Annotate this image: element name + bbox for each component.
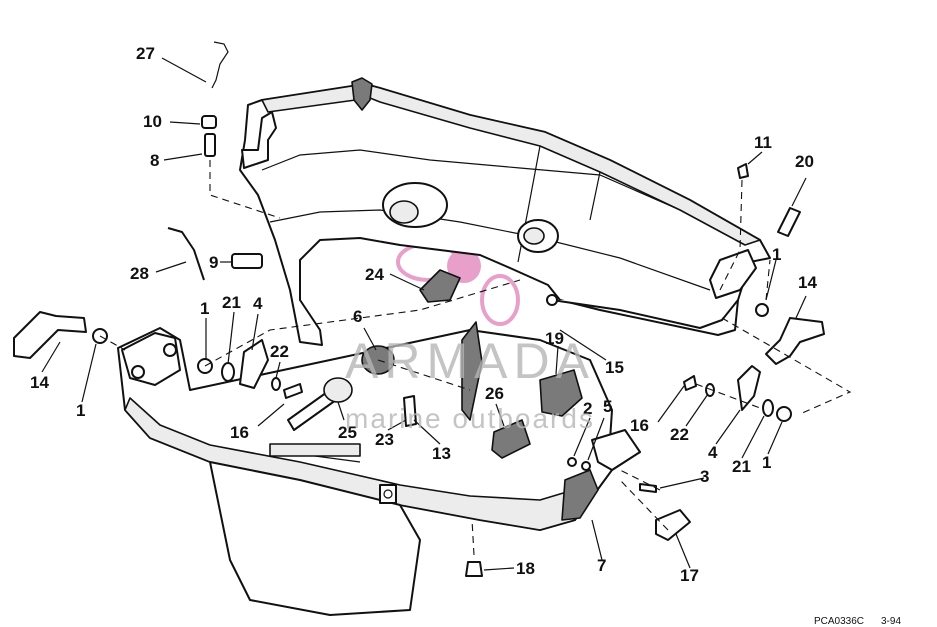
part-24-bracket <box>419 269 461 303</box>
part-26-block <box>491 419 531 459</box>
callout-1-right: 1 <box>762 453 771 472</box>
part-27-wire <box>211 41 229 89</box>
part-14-latch-right <box>765 317 825 365</box>
callout-16-right: 16 <box>630 416 649 435</box>
part-13-arm <box>461 321 483 421</box>
callout-22-right: 22 <box>670 425 689 444</box>
part-10-grommet <box>201 115 217 129</box>
callout-4-left: 4 <box>253 294 263 313</box>
part-1-nut-right <box>776 406 792 422</box>
part-23-clip <box>403 395 417 427</box>
callout-16-left: 16 <box>230 423 249 442</box>
callout-8: 8 <box>150 151 159 170</box>
part-20-bolt <box>777 207 801 237</box>
part-19-bracket <box>539 369 583 417</box>
part-16-screw-right <box>683 375 697 391</box>
part-15-link-rod <box>551 299 739 329</box>
callout-25: 25 <box>338 423 357 442</box>
part-3-screw <box>639 483 657 493</box>
callout-3: 3 <box>700 467 709 486</box>
callout-18: 18 <box>516 559 535 578</box>
callout-21-left: 21 <box>222 293 241 312</box>
callout-14-right: 14 <box>798 273 817 292</box>
callout-5: 5 <box>603 397 612 416</box>
callout-14-left: 14 <box>30 373 49 392</box>
callout-19: 19 <box>545 329 564 348</box>
callout-24: 24 <box>365 265 384 284</box>
callout-9: 9 <box>209 253 218 272</box>
callout-labels: 27 10 8 28 9 24 11 20 1 14 14 1 1 21 4 2… <box>30 44 817 585</box>
part-14-latch-left <box>13 311 87 359</box>
part-21-washer-right <box>762 399 774 417</box>
part-8-pin <box>204 133 216 157</box>
part-4-plate-left <box>239 339 269 389</box>
part-21-washer-left <box>221 362 235 382</box>
callout-27: 27 <box>136 44 155 63</box>
leader-lines <box>41 57 807 571</box>
part-28-rod <box>167 227 205 281</box>
watermark-tagline: marine outboards <box>345 403 595 434</box>
callout-17: 17 <box>680 566 699 585</box>
callout-6: 6 <box>353 307 362 326</box>
part-22-washer-left <box>271 377 281 391</box>
part-17-pad <box>655 509 691 541</box>
reference-date: 3-94 <box>881 616 901 627</box>
callout-1-a: 1 <box>200 299 209 318</box>
callout-11: 11 <box>754 133 772 152</box>
callout-2: 2 <box>583 399 592 418</box>
part-2-screw <box>567 457 577 467</box>
lower-cover-rear-half <box>239 77 771 346</box>
callout-10: 10 <box>143 112 162 131</box>
callout-21-right: 21 <box>732 457 751 476</box>
part-16-screw-left <box>283 383 303 399</box>
armada-watermark: ARMADA marine outboards <box>345 333 595 434</box>
part-9-clip <box>231 253 263 269</box>
part-22-washer-right <box>705 383 715 397</box>
watermark-brand: ARMADA <box>345 333 595 389</box>
part-5-screw <box>581 461 591 471</box>
assembly-lines <box>99 160 852 556</box>
callout-4-right: 4 <box>708 443 718 462</box>
callout-22-left: 22 <box>270 342 289 361</box>
callout-7: 7 <box>597 556 606 575</box>
reference-code: PCA0336C <box>814 616 864 627</box>
part-11-screw <box>737 163 749 179</box>
callout-13: 13 <box>432 444 451 463</box>
callout-20: 20 <box>795 152 814 171</box>
callout-1-left: 1 <box>76 401 85 420</box>
callout-28: 28 <box>130 264 149 283</box>
part-18-fitting <box>465 561 483 577</box>
callout-26: 26 <box>485 384 504 403</box>
callout-1-top-right: 1 <box>772 245 781 264</box>
callout-23: 23 <box>375 430 394 449</box>
callout-15: 15 <box>605 358 624 377</box>
part-4-plate-right <box>737 365 761 411</box>
part-1-nut-top-right <box>755 303 769 317</box>
